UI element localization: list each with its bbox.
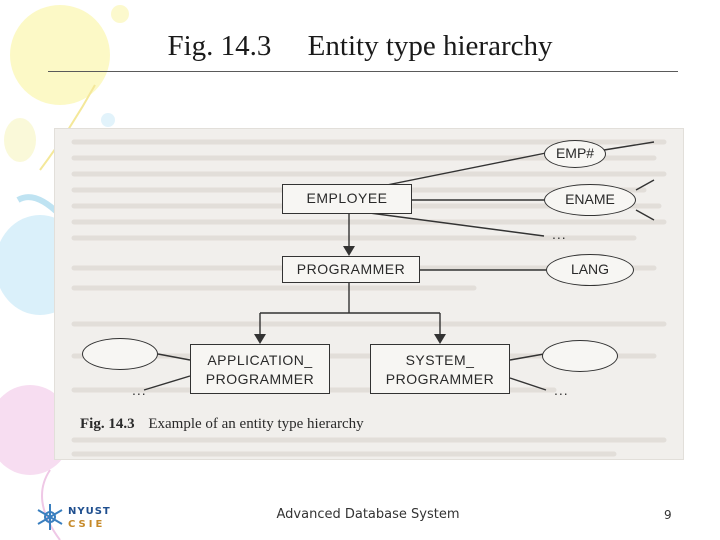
entity-employee: EMPLOYEE bbox=[282, 184, 412, 214]
entity-programmer: PROGRAMMER bbox=[282, 256, 420, 283]
entity-label-line1: APPLICATION_ bbox=[207, 352, 313, 368]
caption-label: Fig. 14.3 bbox=[80, 416, 135, 432]
logo-line2: CSIE bbox=[68, 519, 106, 530]
attribute-ename: ENAME bbox=[544, 184, 636, 216]
attribute-unnamed bbox=[82, 338, 158, 370]
ellipsis: ... bbox=[132, 382, 147, 398]
page-number: 9 bbox=[664, 508, 672, 522]
slide-title: Fig. 14.3 Entity type hierarchy bbox=[167, 30, 553, 62]
entity-label-line1: SYSTEM_ bbox=[405, 352, 475, 368]
attribute-lang: LANG bbox=[546, 254, 634, 286]
attribute-unnamed bbox=[542, 340, 618, 372]
logo-text: NYUST CSIE bbox=[68, 505, 111, 531]
ellipsis: ... bbox=[554, 382, 569, 398]
figure-scan: EMPLOYEE PROGRAMMER APPLICATION_ PROGRAM… bbox=[54, 128, 684, 460]
snowflake-logo-icon bbox=[37, 504, 63, 530]
ellipsis: ... bbox=[552, 226, 567, 242]
entity-application-programmer: APPLICATION_ PROGRAMMER bbox=[190, 344, 330, 394]
attribute-emp-no: EMP# bbox=[544, 140, 606, 168]
title-divider bbox=[48, 71, 678, 72]
entity-label-line2: PROGRAMMER bbox=[385, 371, 495, 387]
entity-label-line2: PROGRAMMER bbox=[205, 371, 315, 387]
entity-system-programmer: SYSTEM_ PROGRAMMER bbox=[370, 344, 510, 394]
logo-line1: NYUST bbox=[68, 506, 111, 517]
scanned-text-background bbox=[71, 139, 667, 457]
figure-caption: Fig. 14.3 Example of an entity type hier… bbox=[80, 416, 364, 433]
caption-text: Example of an entity type hierarchy bbox=[148, 416, 364, 432]
footer-title: Advanced Database System bbox=[276, 507, 460, 522]
